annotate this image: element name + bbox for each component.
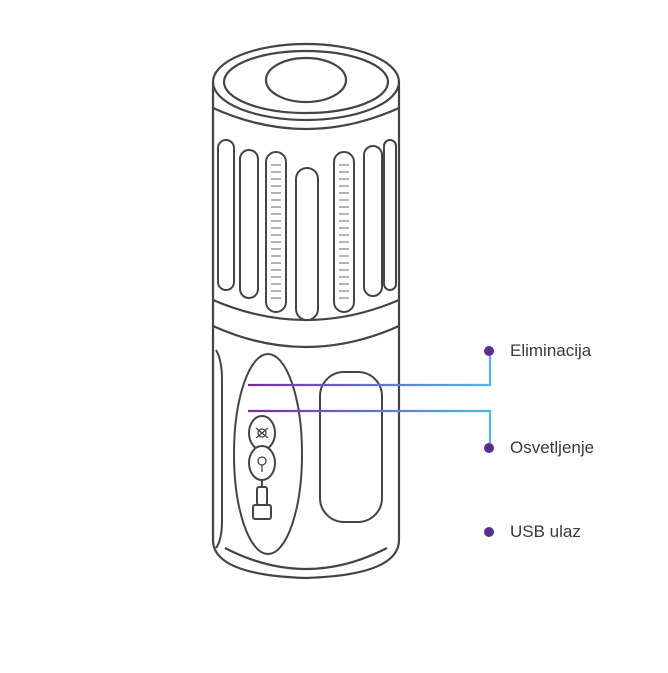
callout-label-osvetljenje: Osvetljenje [510, 438, 595, 457]
button-icons [255, 427, 269, 472]
callout-label-eliminacija: Eliminacija [510, 341, 592, 360]
dot-osvetljenje [484, 443, 494, 453]
base-panels [215, 349, 383, 555]
cage-slots [217, 139, 397, 321]
cage-mesh [271, 164, 349, 299]
callout-dots [484, 346, 494, 537]
dot-usb [484, 527, 494, 537]
lamp-body [211, 42, 401, 580]
dot-eliminacija [484, 346, 494, 356]
callout-label-usb-ulaz: USB ulaz [510, 522, 581, 541]
callout-lines [248, 352, 492, 534]
